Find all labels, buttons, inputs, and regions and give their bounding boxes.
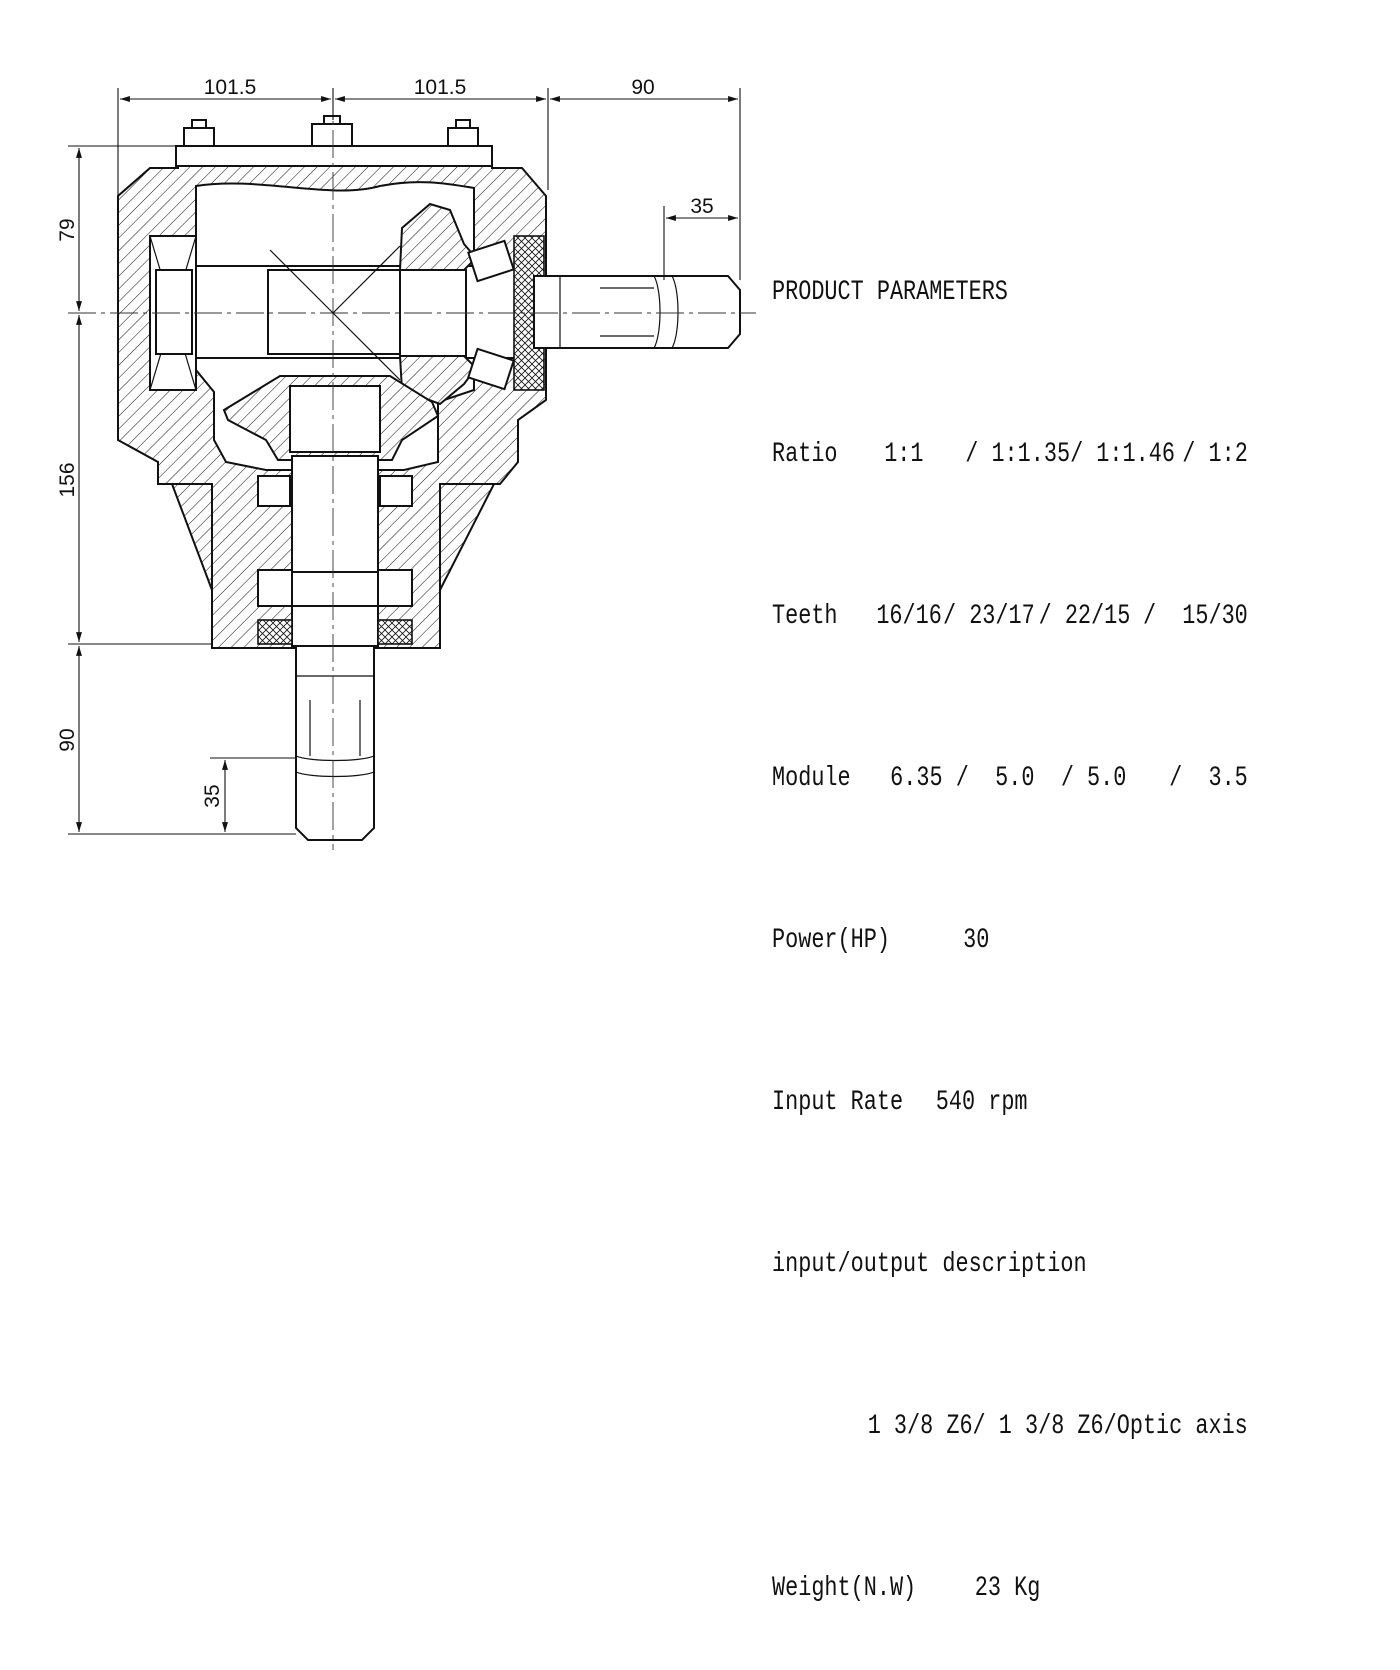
cover-bolt-left	[183, 119, 215, 147]
module-row: Module 6.35 / 5.0 / 5.0 / 3.5	[772, 763, 1248, 794]
cover-bolt-right	[447, 119, 479, 147]
weight-row: Weight(N.W) 23 Kg	[772, 1573, 1041, 1604]
vertical-shaft	[222, 375, 440, 841]
gearbox-section-drawing: 101.5 101.5 90 35 79 156 90 35	[56, 76, 756, 850]
dim-top-left: 101.5	[204, 76, 257, 99]
dim-upper-height: 79	[56, 218, 79, 241]
input-rate-row: Input Rate 540 rpm	[772, 1087, 1028, 1118]
dimension-labels: 101.5 101.5 90 35 79 156 90 35	[56, 76, 714, 808]
dimension-lines	[68, 88, 741, 835]
params-heading: PRODUCT PARAMETERS	[772, 277, 1008, 308]
dim-spline-bottom: 35	[201, 784, 224, 807]
dim-spline-right: 35	[690, 195, 713, 218]
dim-shaft-bottom: 90	[56, 728, 79, 751]
teeth-row: Teeth 16/16 / 23/17 / 22/15 / 15/30	[772, 601, 1248, 632]
io-label-row: input/output description	[772, 1249, 1087, 1280]
dim-shaft-right: 90	[631, 76, 654, 99]
product-parameters: PRODUCT PARAMETERS Ratio 1:1 / 1:1.35 / …	[772, 158, 1248, 1670]
dim-top-right: 101.5	[414, 76, 467, 99]
io-values-row: 1 3/8 Z6 / 1 3/8 Z6 /Optic axis	[867, 1411, 1248, 1442]
dim-lower-height: 156	[56, 462, 79, 497]
ratio-row: Ratio 1:1 / 1:1.35 / 1:1.46 / 1:2	[772, 439, 1248, 470]
center-lines	[68, 88, 756, 850]
cover-bolt-center	[311, 115, 353, 147]
power-row: Power(HP) 30	[772, 925, 990, 956]
